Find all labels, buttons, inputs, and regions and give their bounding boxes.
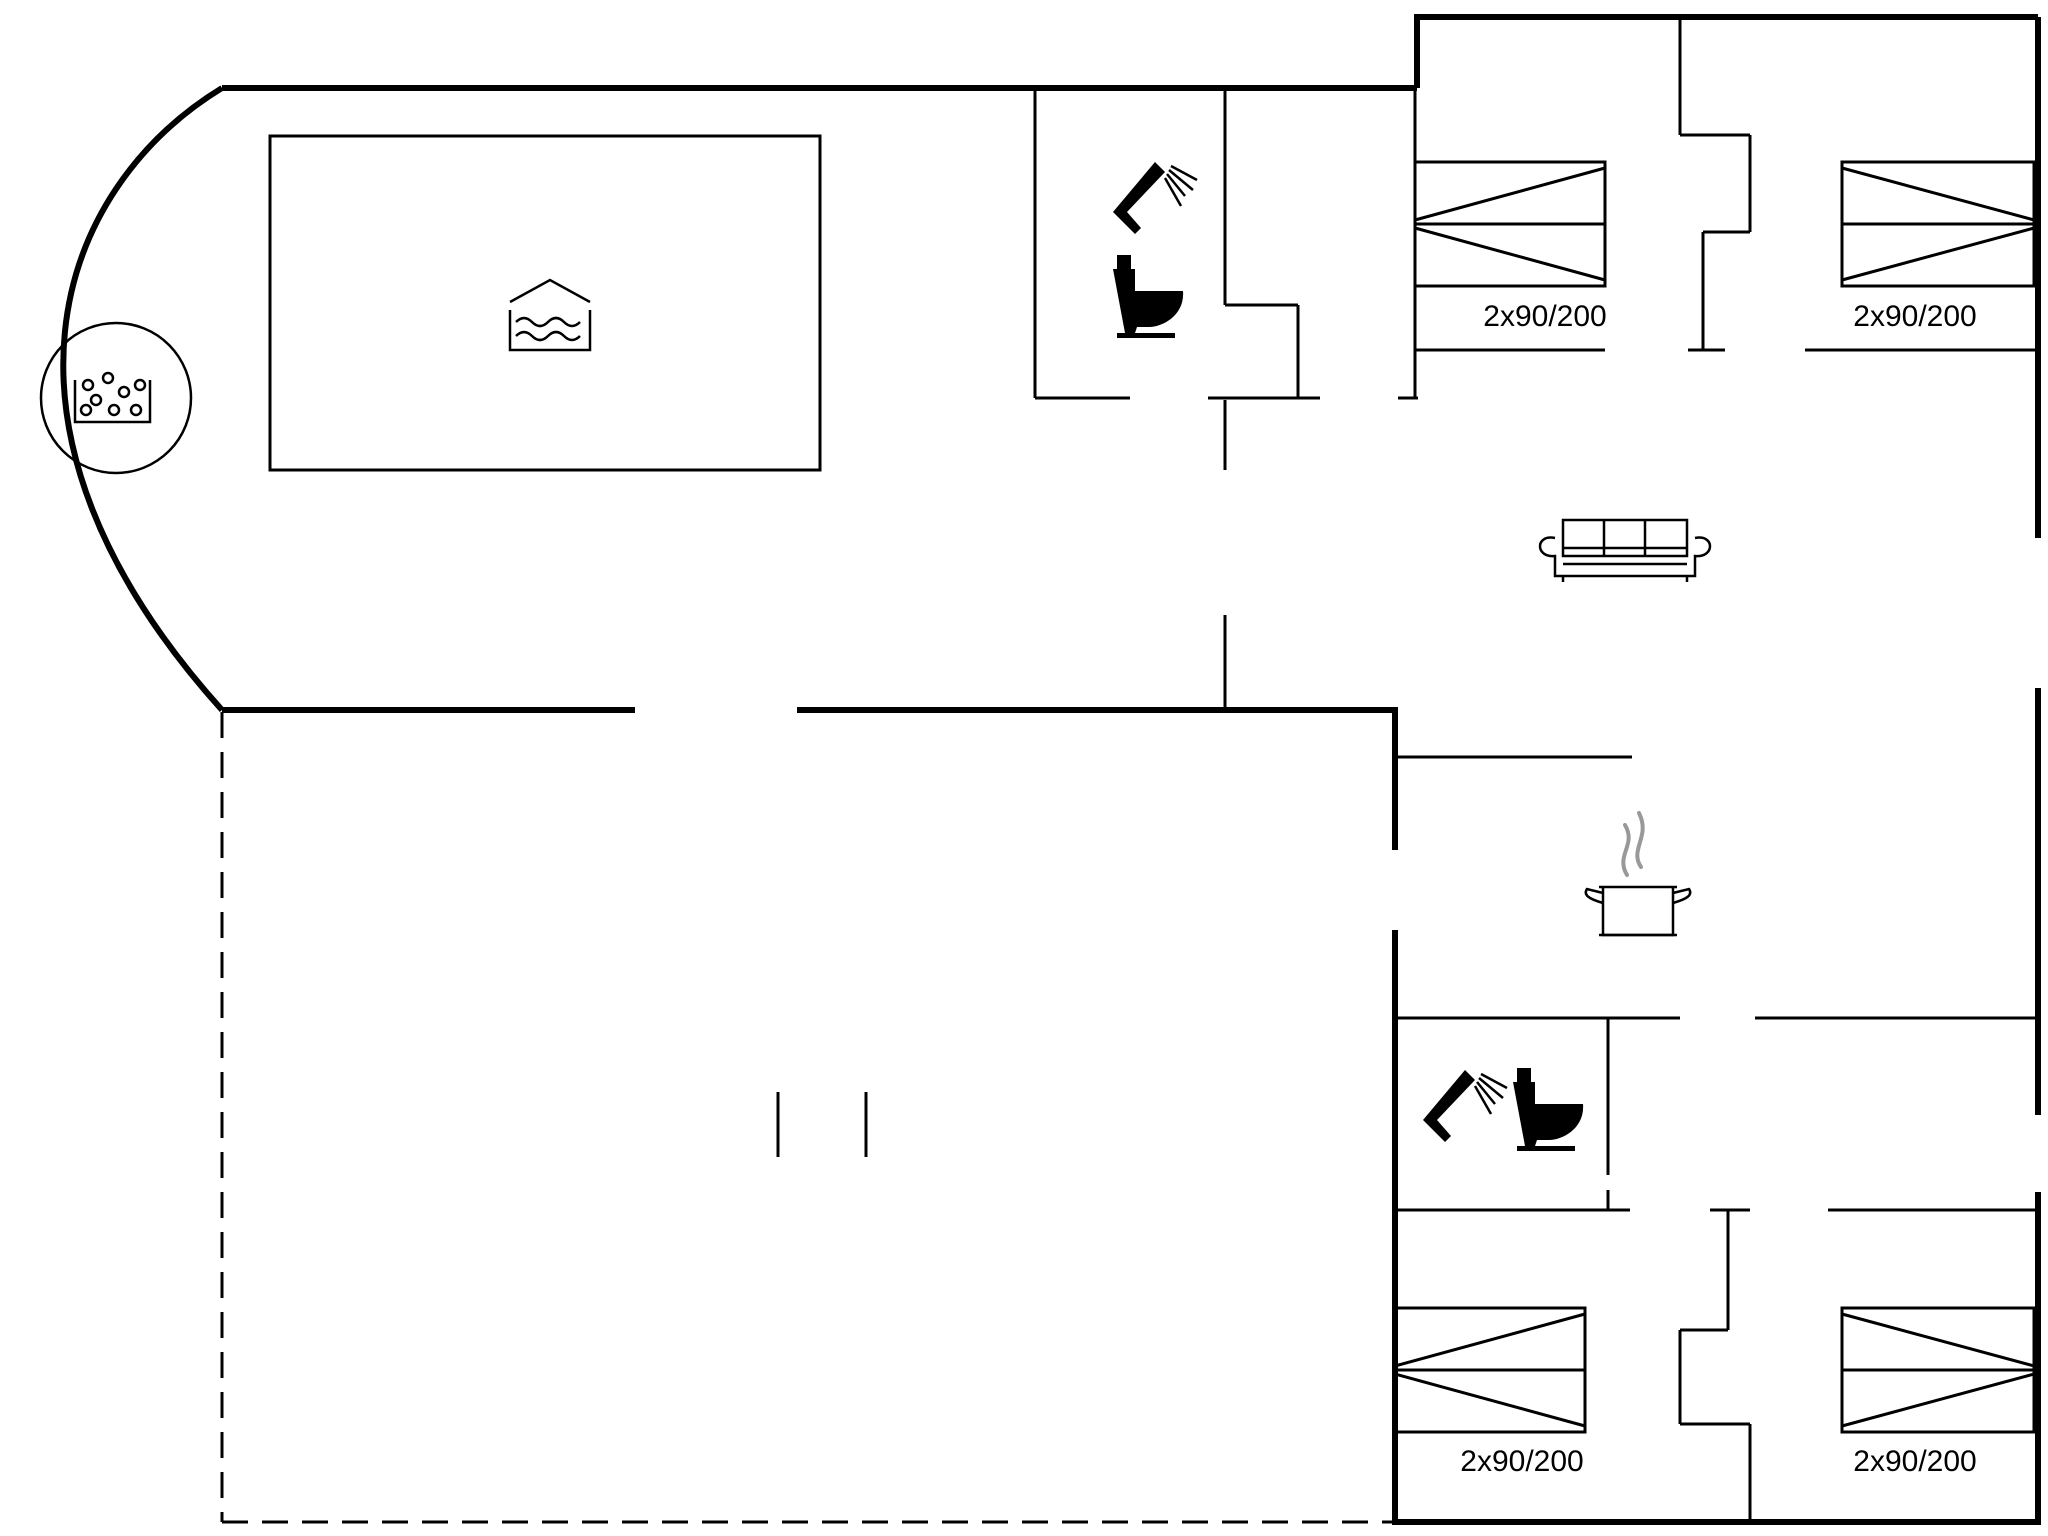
- bed-top-right: [1840, 160, 2036, 288]
- bed-label-bottom-left: 2x90/200: [1460, 1445, 1583, 1478]
- whirlpool-icon: [39, 321, 193, 475]
- outer-walls: [60, 14, 2041, 1525]
- bed-bottom-right: [1840, 1306, 2036, 1434]
- sofa-icon: [1538, 518, 1712, 582]
- swimming-pool: [268, 134, 822, 472]
- bed-label-bottom-right: 2x90/200: [1853, 1445, 1976, 1478]
- terrace-marks: [776, 1092, 868, 1157]
- interior-walls: [1033, 17, 2038, 1522]
- shower-icon-lower: [1423, 1070, 1508, 1142]
- toilet-icon-lower: [1513, 1068, 1584, 1151]
- bed-top-left: [1413, 160, 1607, 288]
- bed-bottom-left: [1393, 1306, 1587, 1434]
- pool-icon: [508, 278, 592, 352]
- kitchen-pot-icon: [1584, 811, 1692, 937]
- bed-label-top-right: 2x90/200: [1853, 300, 1976, 333]
- toilet-icon: [1113, 255, 1184, 338]
- bed-label-top-left: 2x90/200: [1483, 300, 1606, 333]
- terrace-outline: [220, 712, 1392, 1524]
- shower-icon: [1113, 162, 1198, 234]
